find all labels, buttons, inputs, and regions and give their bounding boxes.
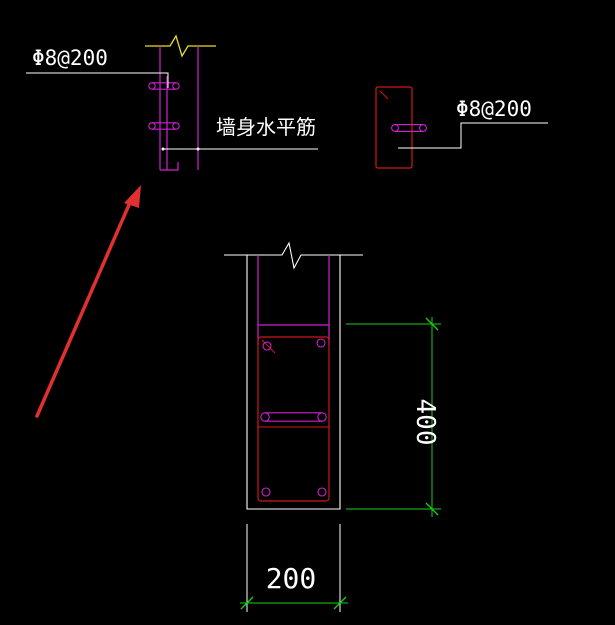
rebar-hook-lower bbox=[148, 122, 180, 130]
dimension-height-label: 400 bbox=[410, 399, 440, 446]
concrete-outline bbox=[246, 255, 341, 510]
break-line-top-left bbox=[145, 34, 216, 58]
stirrup-hook-small bbox=[379, 90, 389, 100]
rebar-corner-bl bbox=[261, 487, 271, 497]
rebar-spec-label-left: Φ8@200 bbox=[32, 46, 108, 70]
leader-line-spec-right bbox=[398, 122, 548, 149]
rebar-spec-label-right: Φ8@200 bbox=[456, 97, 532, 121]
stirrup-hook-main bbox=[261, 339, 276, 354]
dimension-width-label: 200 bbox=[266, 562, 317, 595]
rebar-hook-upper bbox=[148, 82, 180, 90]
rebar-corner-br bbox=[317, 487, 327, 497]
stirrup-main bbox=[257, 336, 330, 502]
detail-wall-end: Φ8@200 墙身水平筋 bbox=[26, 34, 318, 171]
stirrup-small bbox=[375, 86, 413, 169]
tie-bar-small bbox=[391, 124, 427, 132]
rebar-corner-tr bbox=[316, 338, 326, 348]
rebar-corner-tl bbox=[262, 341, 272, 351]
tie-bar-main bbox=[258, 412, 329, 428]
dimension-width: 200 bbox=[240, 524, 348, 612]
leader-dot bbox=[196, 147, 200, 151]
leader-line-spec-left bbox=[26, 72, 169, 88]
wall-horizontal-bar-label: 墙身水平筋 bbox=[216, 115, 316, 139]
leader-dot bbox=[161, 147, 165, 151]
annotation-arrow bbox=[35, 185, 141, 418]
detail-section-small: Φ8@200 bbox=[375, 86, 548, 169]
rebar-bottom-hook bbox=[160, 162, 179, 171]
detail-main-section bbox=[224, 241, 363, 510]
break-line-main bbox=[224, 241, 363, 270]
dimension-height: 400 bbox=[346, 317, 441, 517]
